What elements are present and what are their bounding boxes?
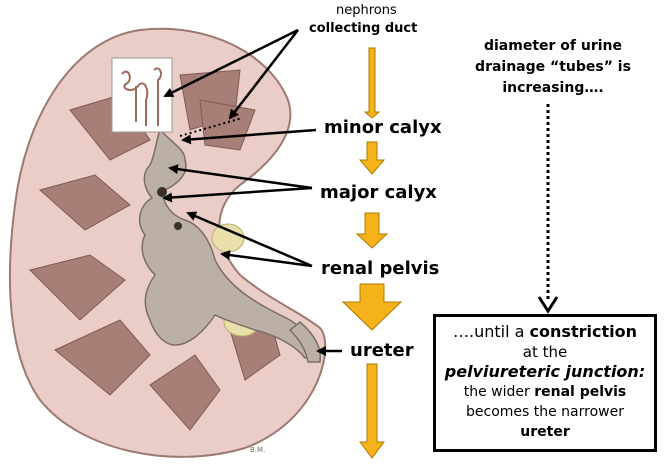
constriction-callout-box: ….until a constriction at the pelviurete… [433, 314, 657, 452]
flow-arrow-2 [358, 141, 386, 175]
nephron-inset [111, 57, 173, 133]
kidney-illustration [8, 27, 327, 458]
note-line-2: drainage “tubes” is [475, 59, 631, 75]
calyx-opening [157, 187, 167, 197]
nephrons-label: nephrons [336, 3, 397, 18]
ureter-tube [288, 321, 322, 363]
callout-line-4: the wider renal pelvis [463, 384, 627, 400]
renal-pelvis-pointer-arrow-2 [220, 250, 313, 268]
pointer-arrows [162, 28, 342, 356]
flow-arrows [341, 47, 403, 459]
renal-pelvis-pointer-arrow-1 [186, 211, 313, 268]
collecting-duct-pointer-arrow [228, 29, 299, 120]
callout-line-1: ….until a constriction [453, 322, 637, 341]
flow-arrow-5 [359, 363, 385, 459]
callout-line-2: at the [522, 343, 568, 361]
dotted-arrow-head [537, 296, 559, 314]
callout-line-5: becomes the narrower [466, 404, 624, 420]
renal-pyramids [29, 69, 281, 431]
callout-line-6: ureter [520, 424, 570, 440]
nephron-pointer-arrow [163, 28, 299, 98]
ureter-label: ureter [350, 340, 414, 361]
flow-arrow-1 [363, 47, 381, 119]
note-line-1: diameter of urine [483, 38, 623, 54]
major-calyx-pointer-arrow-1 [168, 164, 313, 190]
flow-arrow-3 [355, 212, 389, 249]
diameter-note: diameter of urine drainage “tubes” is in… [458, 36, 648, 99]
renal-pelvis-shape [138, 128, 317, 359]
nephron-drawing [121, 67, 162, 126]
collecting-duct-label: collecting duct [309, 21, 418, 36]
minor-calyx-label: minor calyx [324, 117, 442, 138]
signature: B.M. [250, 446, 265, 454]
note-line-3: increasing…. [502, 80, 604, 96]
minor-calyx-pointer-arrow [181, 128, 317, 145]
renal-pelvis-label: renal pelvis [321, 258, 440, 279]
flow-arrow-4 [341, 283, 403, 331]
major-calyx-label: major calyx [320, 182, 437, 203]
major-calyx-pointer-arrow-2 [162, 186, 313, 203]
collecting-duct-dotted-line [179, 117, 243, 137]
calyx-opening [174, 222, 182, 230]
callout-line-3: pelviureteric junction: [444, 362, 646, 381]
